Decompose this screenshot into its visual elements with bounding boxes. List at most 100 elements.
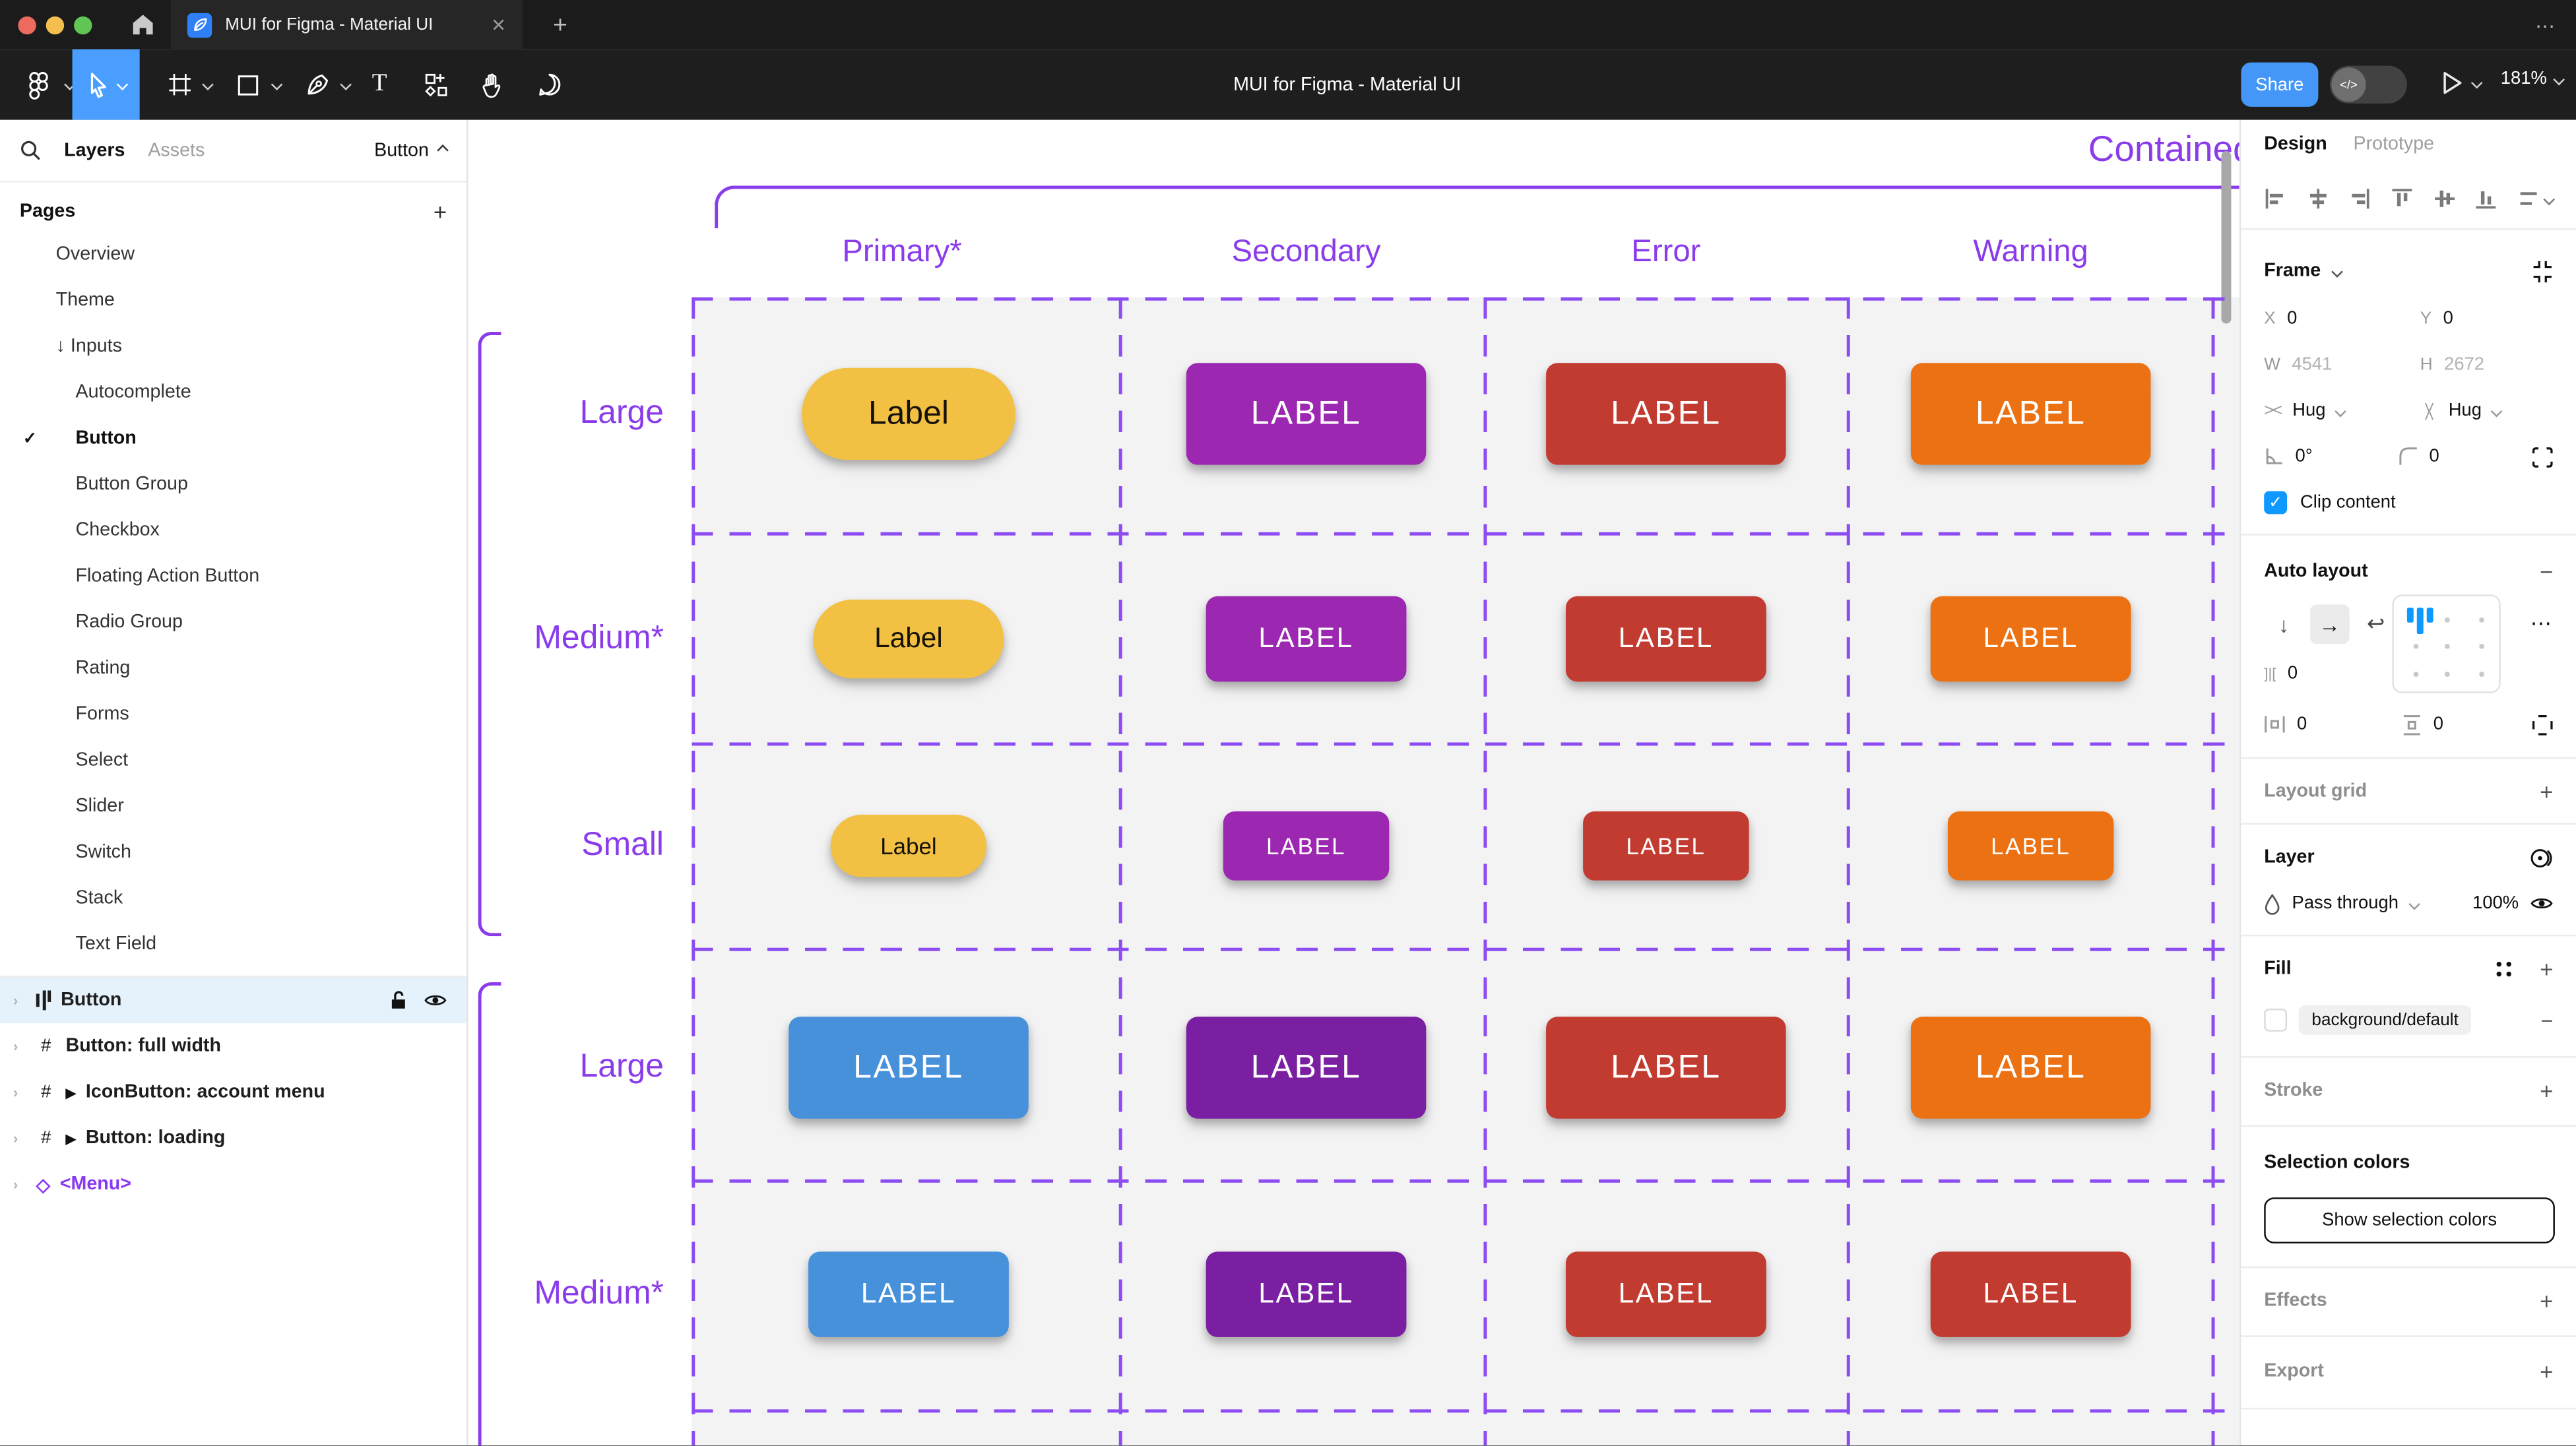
- canvas-button-medium-error[interactable]: LABEL: [1565, 1251, 1766, 1337]
- page-item-stack[interactable]: Stack: [0, 875, 467, 922]
- page-item-button-group[interactable]: Button Group: [0, 462, 467, 508]
- present-play-icon[interactable]: [2441, 71, 2463, 95]
- tab-assets[interactable]: Assets: [148, 140, 205, 160]
- canvas-button-medium-secondary[interactable]: LABEL: [1206, 1251, 1407, 1337]
- tab-prototype[interactable]: Prototype: [2353, 135, 2435, 155]
- frame-tool-button[interactable]: [158, 49, 201, 120]
- row-label-medium[interactable]: Medium*: [534, 619, 664, 656]
- canvas-button-large-error[interactable]: LABEL: [1546, 1017, 1786, 1119]
- page-item-slider[interactable]: Slider: [0, 784, 467, 830]
- text-tool-button[interactable]: T: [358, 49, 401, 120]
- canvas-button-small-secondary[interactable]: LABEL: [1223, 811, 1390, 881]
- shape-tool-button[interactable]: [227, 49, 270, 120]
- blend-mode-icon[interactable]: [2530, 847, 2554, 868]
- expand-chevron-icon[interactable]: ›: [13, 1130, 18, 1147]
- page-item-switch[interactable]: Switch: [0, 829, 467, 875]
- add-export-button[interactable]: +: [2540, 1358, 2554, 1385]
- window-minimize-button[interactable]: [46, 16, 65, 35]
- corner-radius-field[interactable]: 0: [2398, 447, 2509, 466]
- move-tool-chevron-icon[interactable]: [115, 79, 128, 91]
- row-label-medium[interactable]: Medium*: [534, 1275, 664, 1312]
- layer-row-iconbutton-account-menu[interactable]: ›#▶IconButton: account menu: [0, 1069, 467, 1116]
- frame-type-chevron-icon[interactable]: [2331, 265, 2342, 277]
- align-h-center-icon[interactable]: [2306, 187, 2329, 210]
- page-item-checkbox[interactable]: Checkbox: [0, 507, 467, 553]
- layer-row-button-full-width[interactable]: ›#Button: full width: [0, 1023, 467, 1069]
- layout-wrap-icon[interactable]: ↩: [2366, 611, 2385, 636]
- remove-auto-layout-button[interactable]: −: [2540, 558, 2554, 585]
- fill-style-name[interactable]: background/default: [2298, 1005, 2472, 1035]
- canvas-button-medium-primary[interactable]: Label: [813, 599, 1004, 679]
- frame-tool-chevron-icon[interactable]: [202, 79, 214, 91]
- canvas-button-small-error[interactable]: LABEL: [1583, 811, 1749, 881]
- column-header-warning[interactable]: Warning: [1973, 235, 2088, 270]
- opacity-value[interactable]: 100%: [2472, 893, 2519, 914]
- rotation-field[interactable]: 0°: [2264, 447, 2375, 466]
- pen-tool-chevron-icon[interactable]: [340, 79, 352, 91]
- page-item-forms[interactable]: Forms: [0, 691, 467, 738]
- page-item-inputs[interactable]: ↓ Inputs: [0, 324, 467, 370]
- add-fill-button[interactable]: +: [2540, 956, 2554, 983]
- page-item-select[interactable]: Select: [0, 738, 467, 784]
- canvas-button-large-secondary[interactable]: LABEL: [1186, 363, 1427, 465]
- canvas-button-medium-primary[interactable]: LABEL: [808, 1251, 1009, 1337]
- tab-close-icon[interactable]: ✕: [490, 15, 506, 36]
- layer-visibility-eye-icon[interactable]: [2530, 895, 2554, 912]
- align-bottom-icon[interactable]: [2475, 187, 2498, 210]
- page-item-overview[interactable]: Overview: [0, 232, 467, 278]
- align-v-center-icon[interactable]: [2433, 187, 2456, 210]
- fill-styles-icon[interactable]: [2494, 959, 2513, 979]
- share-button[interactable]: Share: [2241, 62, 2319, 107]
- home-button[interactable]: [115, 0, 171, 49]
- component-selector[interactable]: Button: [374, 141, 449, 160]
- canvas-button-medium-warning[interactable]: LABEL: [1930, 596, 2131, 682]
- clip-content-checkbox[interactable]: ✓: [2264, 491, 2288, 515]
- row-label-small[interactable]: Small: [581, 827, 664, 864]
- align-right-icon[interactable]: [2348, 187, 2371, 210]
- canvas-button-large-primary[interactable]: Label: [802, 367, 1015, 460]
- independent-corners-icon[interactable]: [2532, 446, 2553, 467]
- alignment-position-picker[interactable]: [2392, 594, 2501, 693]
- canvas-button-large-secondary[interactable]: LABEL: [1186, 1017, 1427, 1119]
- horizontal-padding-field[interactable]: 0: [2264, 714, 2379, 734]
- page-item-button[interactable]: ✓Button: [0, 416, 467, 462]
- canvas-button-large-error[interactable]: LABEL: [1546, 363, 1786, 465]
- layer-row-button-loading[interactable]: ›#▶Button: loading: [0, 1116, 467, 1162]
- distribute-menu-icon[interactable]: [2517, 187, 2555, 210]
- blend-mode-dropdown[interactable]: Pass through: [2292, 893, 2399, 914]
- frame-title[interactable]: Contained: [2088, 128, 2239, 170]
- window-zoom-button[interactable]: [74, 16, 92, 35]
- present-chevron-icon[interactable]: [2470, 77, 2483, 89]
- fill-swatch[interactable]: [2264, 1008, 2288, 1032]
- page-item-rating[interactable]: Rating: [0, 646, 467, 692]
- align-left-icon[interactable]: [2264, 187, 2287, 210]
- add-page-button[interactable]: +: [433, 199, 447, 226]
- show-selection-colors-button[interactable]: Show selection colors: [2264, 1197, 2555, 1243]
- window-close-button[interactable]: [18, 16, 36, 35]
- canvas-button-small-warning[interactable]: LABEL: [1947, 811, 2114, 881]
- shape-tool-chevron-icon[interactable]: [271, 79, 283, 91]
- comment-tool-button[interactable]: [527, 49, 570, 120]
- gap-field[interactable]: ]|[ 0: [2264, 663, 2298, 683]
- layout-horizontal-icon[interactable]: →: [2309, 604, 2350, 644]
- row-label-large[interactable]: Large: [579, 394, 664, 431]
- search-icon[interactable]: [20, 140, 41, 161]
- expand-chevron-icon[interactable]: ›: [13, 1176, 18, 1193]
- layout-vertical-icon[interactable]: ↓: [2278, 612, 2290, 637]
- align-top-icon[interactable]: [2391, 187, 2414, 210]
- zoom-menu[interactable]: 181%: [2501, 69, 2565, 88]
- remove-fill-button[interactable]: −: [2540, 1007, 2554, 1032]
- frame-type-label[interactable]: Frame: [2264, 261, 2321, 281]
- expand-chevron-icon[interactable]: ›: [13, 991, 18, 1009]
- column-header-primary[interactable]: Primary*: [842, 235, 962, 270]
- actions-tool-button[interactable]: [414, 49, 457, 120]
- add-stroke-button[interactable]: +: [2540, 1077, 2554, 1104]
- vertical-padding-field[interactable]: 0: [2402, 714, 2494, 735]
- page-item-floating-action-button[interactable]: Floating Action Button: [0, 553, 467, 600]
- eye-icon[interactable]: [424, 992, 447, 1009]
- collapse-panel-icon[interactable]: [2532, 260, 2553, 282]
